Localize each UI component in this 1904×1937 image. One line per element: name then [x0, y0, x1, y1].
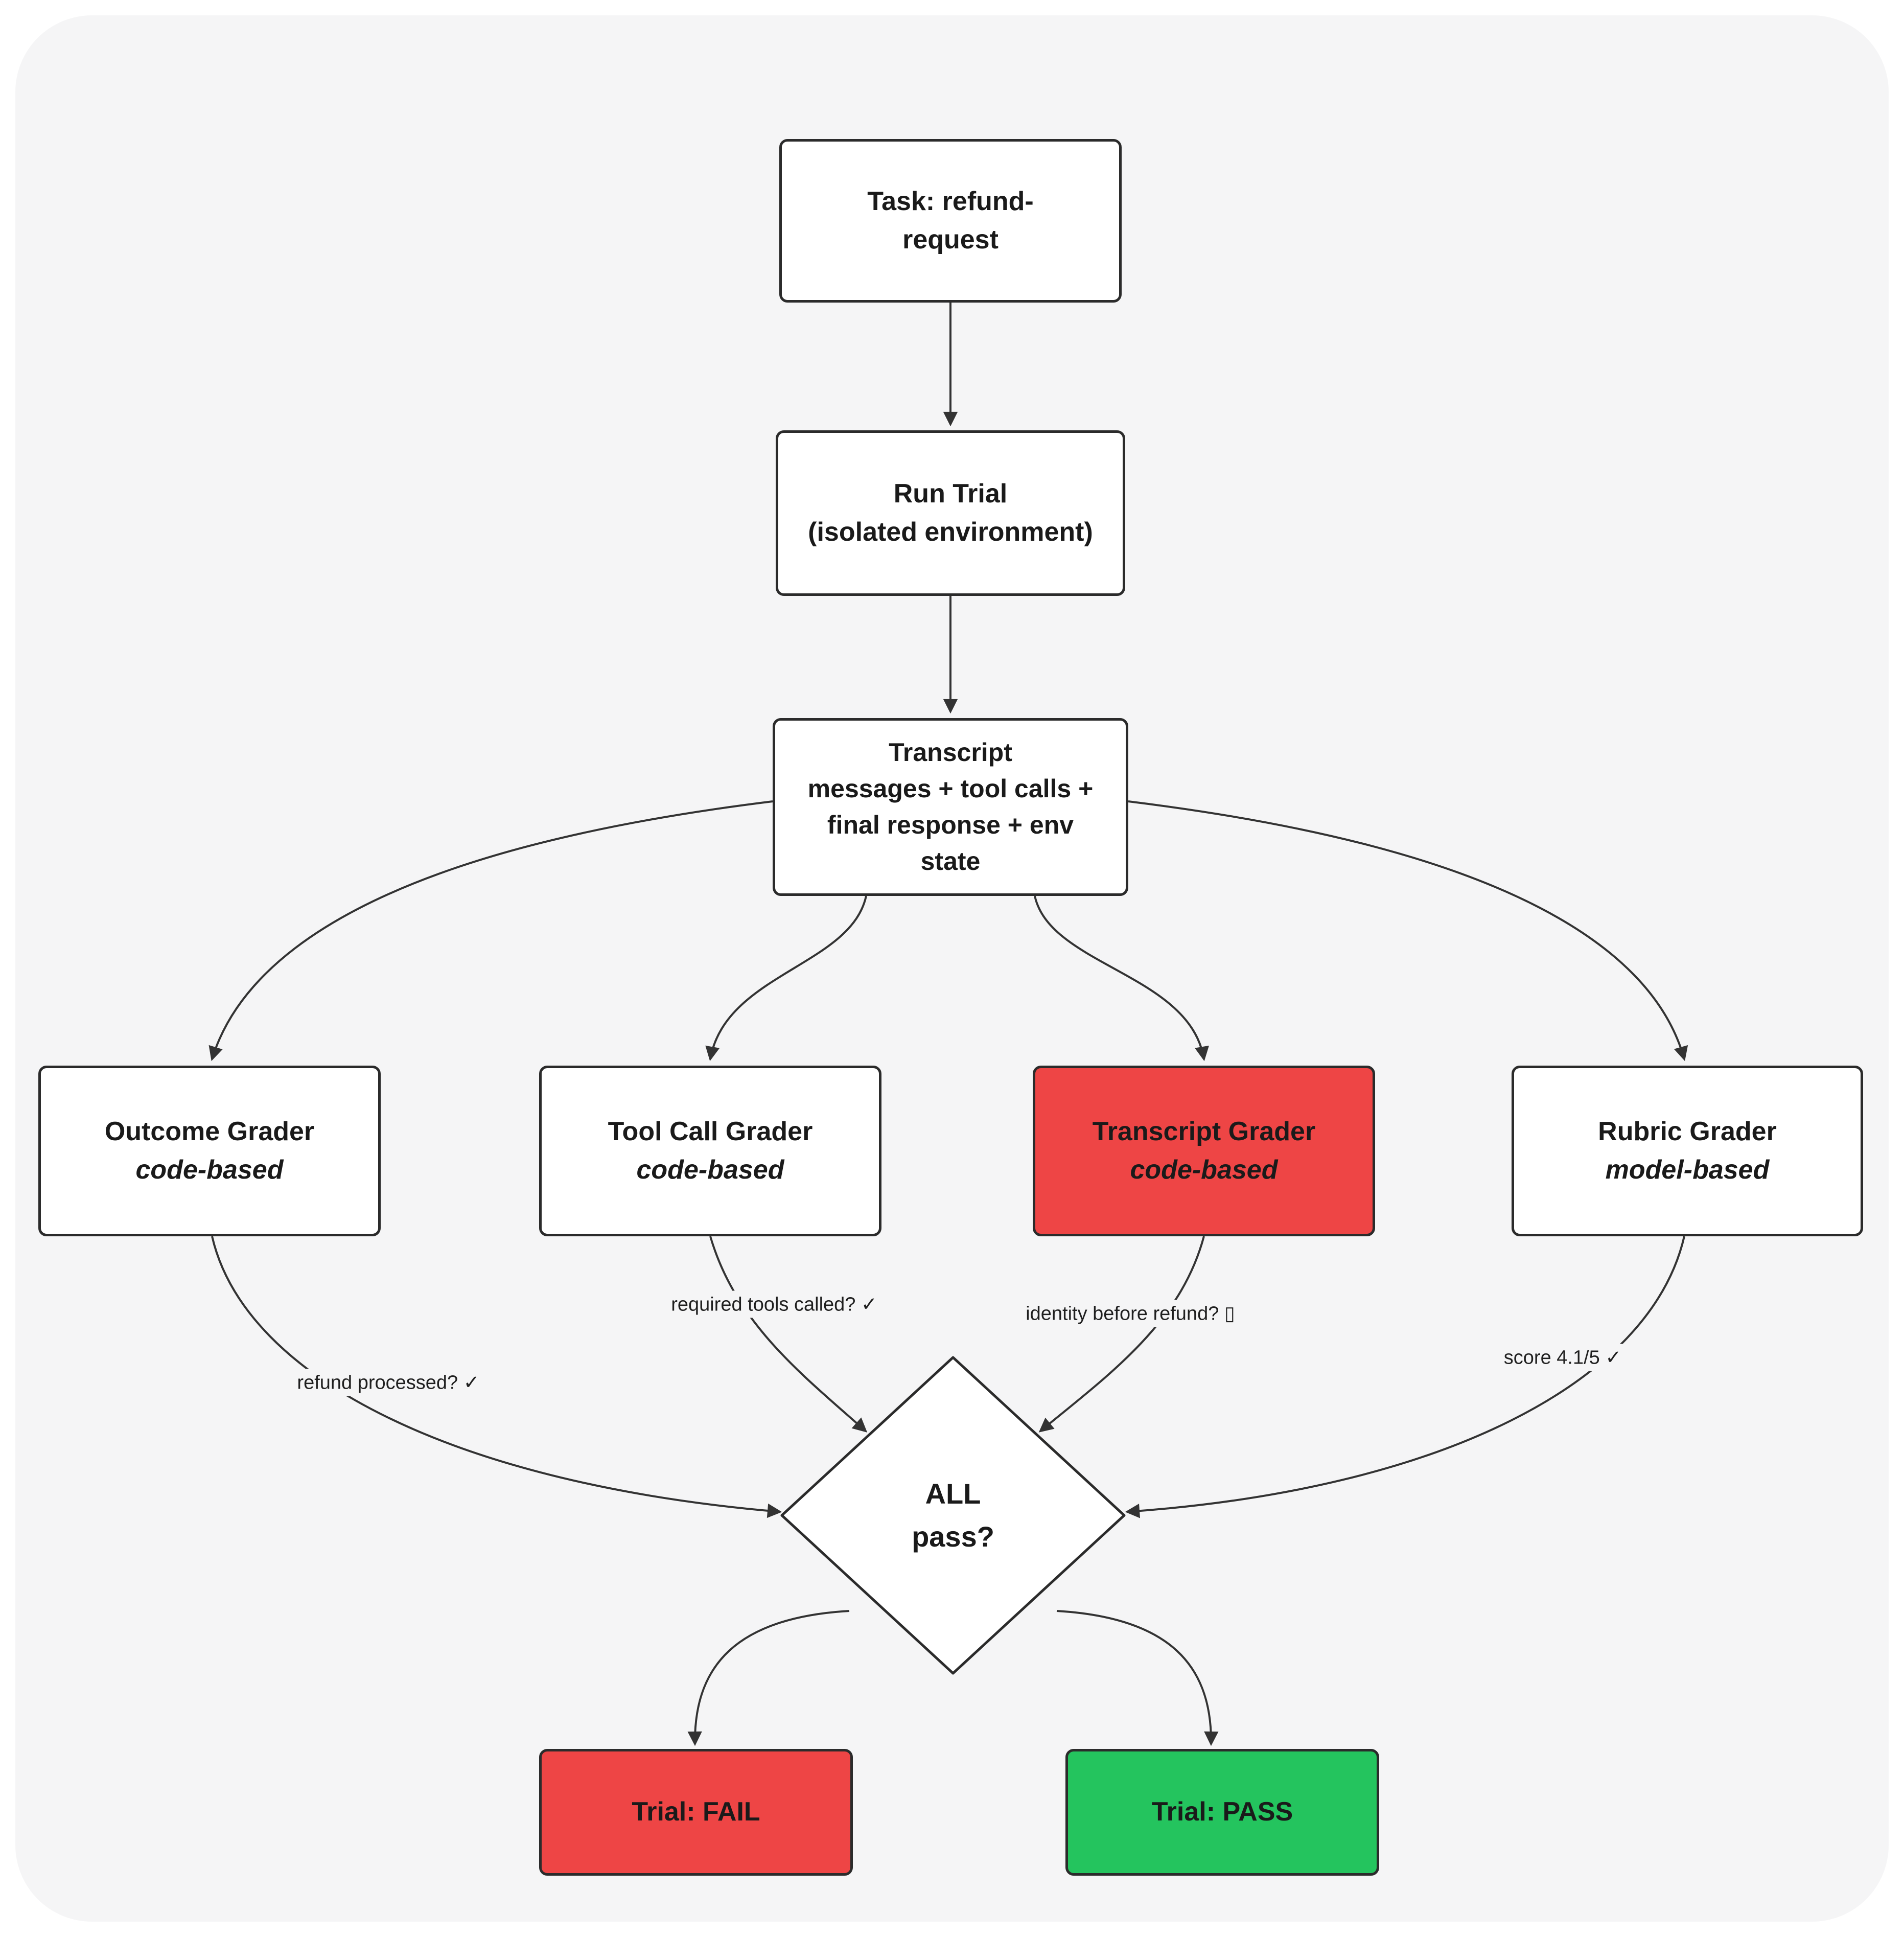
node-transcript-line1: Transcript — [889, 738, 1012, 767]
node-transgrader-title: Transcript Grader — [1092, 1116, 1316, 1146]
node-trial-pass: Trial: PASS — [1065, 1749, 1379, 1876]
node-transcript: Transcript messages + tool calls + final… — [773, 718, 1128, 896]
node-transcript-grader: Transcript Grader code-based — [1033, 1066, 1375, 1236]
node-task-line2: request — [902, 225, 999, 255]
node-toolcall-title: Tool Call Grader — [608, 1116, 813, 1146]
decision-line1: ALL — [925, 1478, 981, 1510]
edge-decision-to-pass — [1056, 1610, 1219, 1746]
node-toolcall-subtitle: code-based — [636, 1155, 784, 1185]
edge-rubric-to-decision — [1125, 1236, 1685, 1518]
node-trial-fail: Trial: FAIL — [539, 1749, 853, 1876]
node-transgrader-subtitle: code-based — [1130, 1155, 1278, 1185]
edge-label-identity-before-refund: identity before refund? ▯ — [1019, 1300, 1241, 1327]
node-outcome-grader: Outcome Grader code-based — [38, 1066, 381, 1236]
node-task: Task: refund- request — [779, 139, 1122, 303]
node-rubric-subtitle: model-based — [1605, 1155, 1770, 1185]
node-task-line1: Task: refund- — [867, 186, 1034, 216]
node-run-line2: (isolated environment) — [808, 517, 1093, 547]
node-transcript-line3: final response + env — [827, 811, 1074, 839]
edge-decision-to-fail — [687, 1610, 850, 1746]
edge-toolcall-to-decision — [709, 1236, 868, 1433]
node-all-pass-decision: ALL pass? — [912, 1472, 994, 1558]
edge-label-score: score 4.1/5 ✓ — [1497, 1344, 1628, 1371]
node-fail-label: Trial: FAIL — [632, 1797, 760, 1827]
node-transcript-line2: messages + tool calls + — [807, 774, 1094, 803]
edge-transcript-to-transgrader — [1034, 895, 1209, 1062]
node-outcome-title: Outcome Grader — [104, 1116, 315, 1146]
node-rubric-grader: Rubric Grader model-based — [1512, 1066, 1863, 1236]
edge-transcript-to-rubric — [1128, 800, 1688, 1062]
node-run-line1: Run Trial — [893, 478, 1008, 509]
decision-diamond — [780, 1356, 1126, 1675]
node-pass-label: Trial: PASS — [1151, 1797, 1293, 1827]
edge-label-refund-processed: refund processed? ✓ — [291, 1369, 486, 1396]
edge-transgrader-to-decision — [1038, 1236, 1205, 1433]
edge-transcript-to-toolcall — [705, 895, 867, 1062]
node-transcript-line4: state — [920, 847, 981, 875]
node-run-trial: Run Trial (isolated environment) — [776, 430, 1125, 596]
edge-outcome-to-decision — [211, 1236, 782, 1518]
edge-label-required-tools-called: required tools called? ✓ — [665, 1290, 884, 1318]
node-outcome-subtitle: code-based — [135, 1155, 284, 1185]
edge-transcript-to-outcome — [208, 800, 773, 1062]
node-tool-call-grader: Tool Call Grader code-based — [539, 1066, 881, 1236]
decision-line2: pass? — [912, 1520, 994, 1553]
node-rubric-title: Rubric Grader — [1598, 1116, 1777, 1146]
